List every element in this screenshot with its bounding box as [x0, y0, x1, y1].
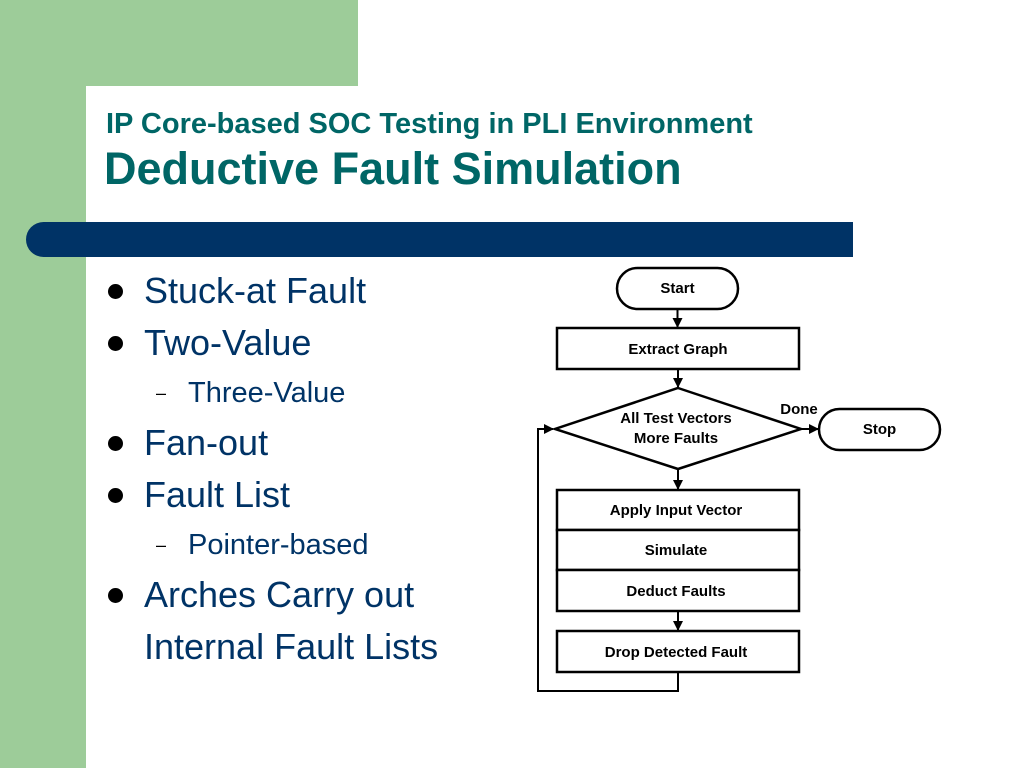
- slide-title-line1: IP Core-based SOC Testing in PLI Environ…: [106, 108, 753, 140]
- bullet-item: Fault List: [106, 470, 526, 522]
- bullet-text: Two-Value: [144, 322, 312, 363]
- bullet-item: Arches Carry out: [106, 570, 526, 622]
- bullet-item: Two-Value: [106, 318, 526, 370]
- green-side-band: [0, 0, 86, 768]
- apply-input-vector-box: [555, 488, 801, 532]
- bullet-text: Arches Carry out: [144, 574, 415, 615]
- simulate-label: Simulate: [645, 542, 708, 559]
- bullet-item: Stuck-at Fault: [106, 266, 526, 318]
- bullet-dot-icon: [108, 436, 123, 451]
- stop-label: Stop: [863, 421, 896, 438]
- stop-terminator: [817, 407, 942, 452]
- green-top-band: [0, 0, 358, 86]
- dash-marker: –: [156, 383, 167, 403]
- bullet-dot-icon: [108, 488, 123, 503]
- decision-diamond: [551, 386, 805, 471]
- bullet-dot-icon: [108, 284, 123, 299]
- simulate-box: [555, 528, 801, 572]
- sub-bullet-text: Pointer-based: [188, 529, 369, 561]
- title-divider-bar: [26, 222, 853, 257]
- bullet-text: Stuck-at Fault: [144, 270, 367, 311]
- sub-bullet-item: – Pointer-based: [106, 522, 526, 570]
- decision-label-line2: More Faults: [634, 430, 718, 447]
- decision-label-line1: All Test Vectors: [620, 410, 731, 427]
- bullet-text: Fan-out: [144, 422, 269, 463]
- extract-graph-label: Extract Graph: [628, 341, 727, 358]
- deduct-faults-label: Deduct Faults: [626, 583, 725, 600]
- apply-input-vector-label: Apply Input Vector: [610, 502, 743, 519]
- start-label: Start: [660, 280, 694, 297]
- drop-detected-fault-label: Drop Detected Fault: [605, 644, 748, 661]
- bullet-continuation: Internal Fault Lists: [106, 622, 526, 674]
- bullet-list: Stuck-at Fault Two-Value – Three-Value F…: [106, 266, 526, 674]
- sub-bullet-item: – Three-Value: [106, 370, 526, 418]
- bullet-dot-icon: [108, 588, 123, 603]
- sub-bullet-text: Three-Value: [188, 377, 346, 409]
- deduct-faults-box: [555, 568, 801, 613]
- bullet-item: Fan-out: [106, 418, 526, 470]
- bullet-text: Internal Fault Lists: [144, 626, 439, 667]
- extract-graph-box: [555, 326, 801, 371]
- dash-marker: –: [156, 535, 167, 555]
- bullet-dot-icon: [108, 336, 123, 351]
- done-label: Done: [780, 401, 818, 418]
- slide-title-line2: Deductive Fault Simulation: [104, 143, 682, 194]
- bullet-text: Fault List: [144, 474, 291, 515]
- loop-back-arrow: [537, 424, 679, 692]
